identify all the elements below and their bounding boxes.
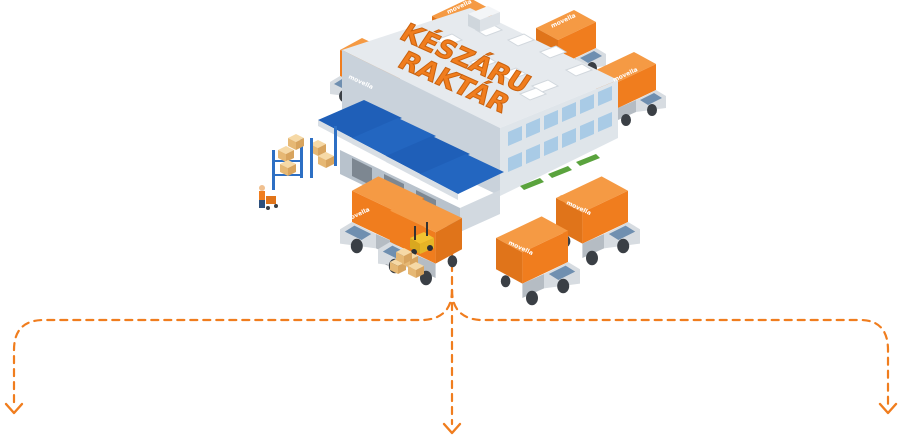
worker-icon — [259, 185, 265, 208]
arrow-right-icon — [878, 402, 898, 415]
arrow-center-icon — [442, 422, 462, 435]
path-right — [450, 288, 890, 406]
arrowheads — [4, 402, 898, 435]
arrow-left-icon — [4, 402, 24, 415]
loading-bay-roofs — [318, 100, 504, 200]
storage-racks — [272, 126, 337, 190]
truck-label: movella — [306, 180, 333, 198]
forklift-icon — [410, 222, 434, 255]
truck-front-right-1-icon — [556, 176, 640, 266]
path-left — [12, 288, 454, 406]
hand-truck-icon — [266, 196, 278, 210]
